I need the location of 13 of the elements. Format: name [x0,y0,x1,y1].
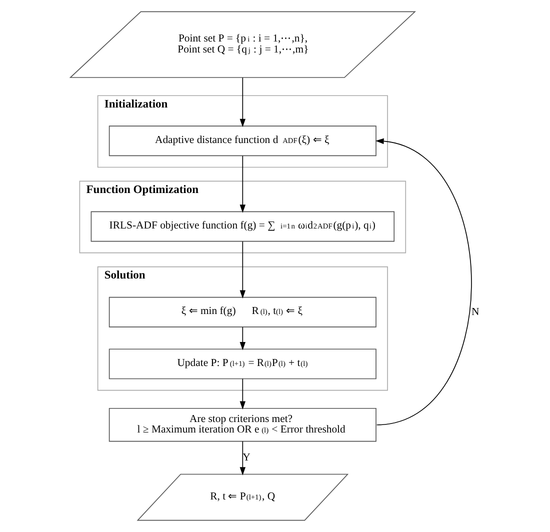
node-box: Are stop criterions met? l ≥ Maximum iteration OR e(l) < Error threshold [108,408,376,442]
node-box: Update P: P(l+1) = R(l)P(l) + t(l) [108,348,376,380]
edge-label: N [471,306,480,318]
arrow [240,326,246,350]
arrow [240,77,246,128]
arrow [240,241,246,298]
arrow [240,440,246,476]
arrow [376,138,472,426]
arrow [240,156,246,213]
edge-label: Y [242,452,250,464]
arrow [240,378,246,410]
node-box: ξ ⇐ min f(g) R(l), t(l) ⇐ ξ [108,296,376,328]
node-box: IRLS-ADF objective function f(g) = ∑i=1n ωid2ADF(g(pi), qi) [90,211,395,242]
